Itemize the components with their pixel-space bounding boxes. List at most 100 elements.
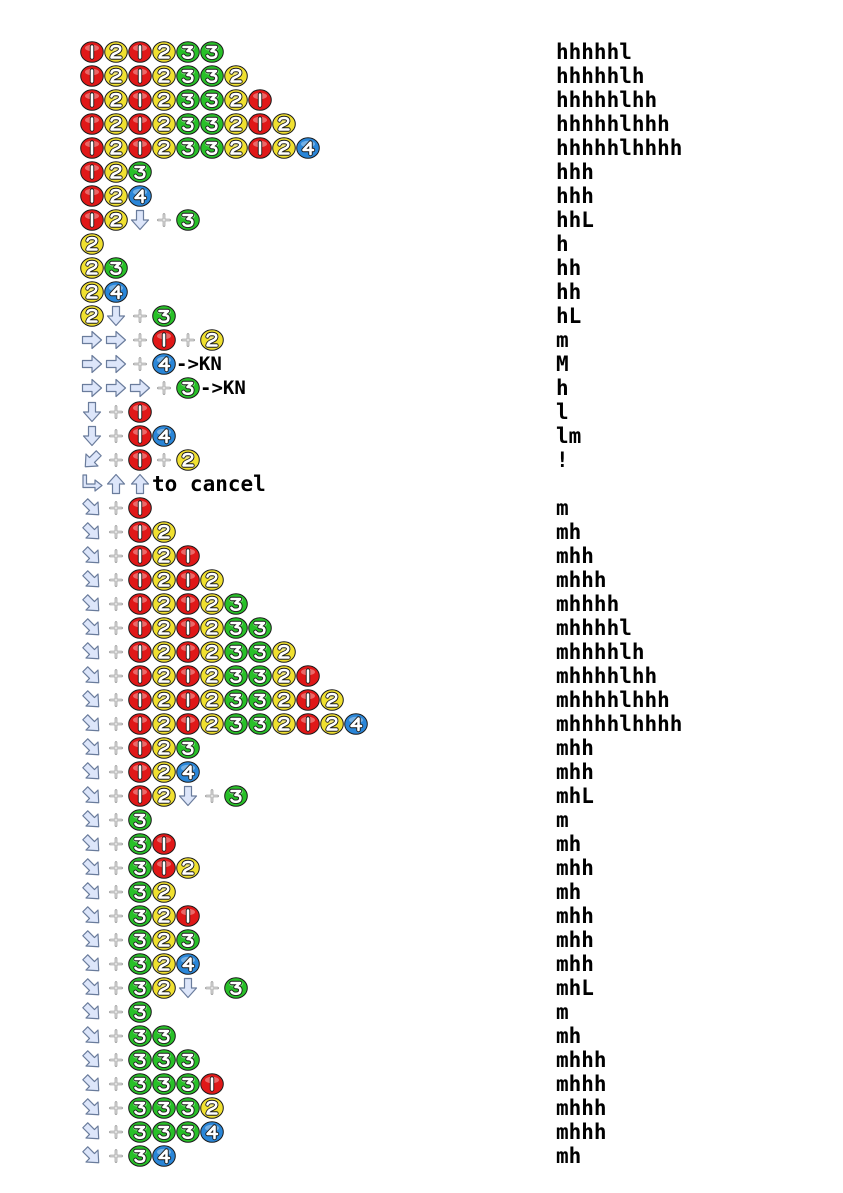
yellow-ball-2-icon [152, 929, 176, 951]
green-ball-3-icon [128, 881, 152, 903]
yellow-ball-2-icon [152, 113, 176, 135]
input-code: mhL [556, 784, 594, 808]
down-arrow-icon-svg [178, 977, 198, 999]
plus-icon [104, 1001, 128, 1023]
red-ball-1-icon [128, 545, 152, 567]
red-ball-1-icon [80, 185, 104, 207]
down-right-arrow-icon [80, 809, 104, 831]
red-ball-1-icon-svg [128, 137, 152, 159]
green-ball-3-icon [128, 1049, 152, 1071]
red-ball-1-icon [80, 161, 104, 183]
red-ball-1-icon [152, 329, 176, 351]
input-code: hhhhhlhhh [556, 112, 670, 136]
list-item: mh [80, 832, 780, 856]
input-sequence [80, 976, 248, 1000]
down-right-arrow-icon [80, 593, 104, 615]
red-ball-1-icon [128, 401, 152, 423]
green-ball-3-icon [128, 905, 152, 927]
yellow-ball-2-icon-svg [152, 641, 176, 663]
green-ball-3-icon-svg [176, 1073, 200, 1095]
plus-icon [104, 617, 128, 639]
yellow-ball-2-icon [200, 593, 224, 615]
red-ball-1-icon [128, 641, 152, 663]
right-arrow-icon [128, 377, 152, 399]
yellow-ball-2-icon [104, 185, 128, 207]
up-arrow-icon [104, 473, 128, 495]
input-sequence [80, 928, 200, 952]
down-arrow-icon [80, 425, 104, 447]
blue-ball-4-icon-svg [200, 1121, 224, 1143]
blue-ball-4-icon [176, 953, 200, 975]
yellow-ball-2-icon-svg [152, 929, 176, 951]
plus-icon-svg [109, 957, 123, 971]
yellow-ball-2-icon-svg [104, 137, 128, 159]
green-ball-3-icon-svg [248, 641, 272, 663]
red-ball-1-icon-svg [200, 1073, 224, 1095]
plus-icon-svg [205, 789, 219, 803]
green-ball-3-icon [128, 1145, 152, 1167]
input-sequence [80, 712, 368, 736]
input-code: hhhhhlhhhh [556, 136, 683, 160]
list-item: hhhhhlh [80, 64, 780, 88]
red-ball-1-icon-svg [176, 617, 200, 639]
yellow-ball-2-icon-svg [176, 857, 200, 879]
yellow-ball-2-icon [224, 137, 248, 159]
plus-icon-svg [109, 573, 123, 587]
right-arrow-icon [80, 329, 104, 351]
down-right-arrow-icon-svg [82, 1026, 100, 1044]
plus-icon [104, 953, 128, 975]
yellow-ball-2-icon-svg [200, 665, 224, 687]
plus-icon [104, 569, 128, 591]
plus-icon-svg [133, 357, 147, 371]
down-right-arrow-icon [80, 761, 104, 783]
yellow-ball-2-icon [152, 89, 176, 111]
plus-icon [128, 353, 152, 375]
yellow-ball-2-icon [200, 641, 224, 663]
yellow-ball-2-icon-svg [152, 713, 176, 735]
down-right-arrow-icon [80, 1121, 104, 1143]
list-item: hhL [80, 208, 780, 232]
plus-icon-svg [109, 813, 123, 827]
down-right-arrow-icon-svg [82, 786, 100, 804]
input-sequence [80, 592, 248, 616]
plus-icon-svg [109, 1125, 123, 1139]
plus-icon [104, 713, 128, 735]
green-ball-3-icon-svg [128, 1073, 152, 1095]
yellow-ball-2-icon [104, 161, 128, 183]
green-ball-3-icon [176, 377, 200, 399]
down-right-arrow-icon [80, 665, 104, 687]
plus-icon-svg [109, 429, 123, 443]
input-code: hhhhhlh [556, 64, 645, 88]
down-right-arrow-icon-svg [82, 522, 100, 540]
red-ball-1-icon [152, 833, 176, 855]
input-sequence [80, 256, 128, 280]
plus-icon-svg [109, 909, 123, 923]
plus-icon-svg [109, 597, 123, 611]
list-item: to cancel [80, 472, 780, 496]
down-right-arrow-icon [80, 785, 104, 807]
plus-icon-svg [109, 717, 123, 731]
input-sequence [80, 1144, 176, 1168]
plus-icon-svg [109, 405, 123, 419]
plus-icon [104, 689, 128, 711]
list-item: hhhhhlhh [80, 88, 780, 112]
input-code: mhhhhlhhhh [556, 712, 683, 736]
input-sequence [80, 136, 320, 160]
blue-ball-4-icon [296, 137, 320, 159]
right-arrow-icon-svg [105, 330, 127, 350]
input-code: hhL [556, 208, 594, 232]
down-right-arrow-icon [80, 737, 104, 759]
yellow-ball-2-icon-svg [152, 545, 176, 567]
yellow-ball-2-icon-svg [200, 329, 224, 351]
green-ball-3-icon [176, 1049, 200, 1071]
down-arrow-icon-svg [130, 209, 150, 231]
list-item: hh [80, 256, 780, 280]
input-sequence [80, 520, 176, 544]
input-code: mh [556, 520, 582, 544]
green-ball-3-icon-svg [176, 377, 200, 399]
yellow-ball-2-icon [272, 113, 296, 135]
yellow-ball-2-icon [200, 713, 224, 735]
yellow-ball-2-icon [152, 761, 176, 783]
input-sequence [80, 112, 296, 136]
